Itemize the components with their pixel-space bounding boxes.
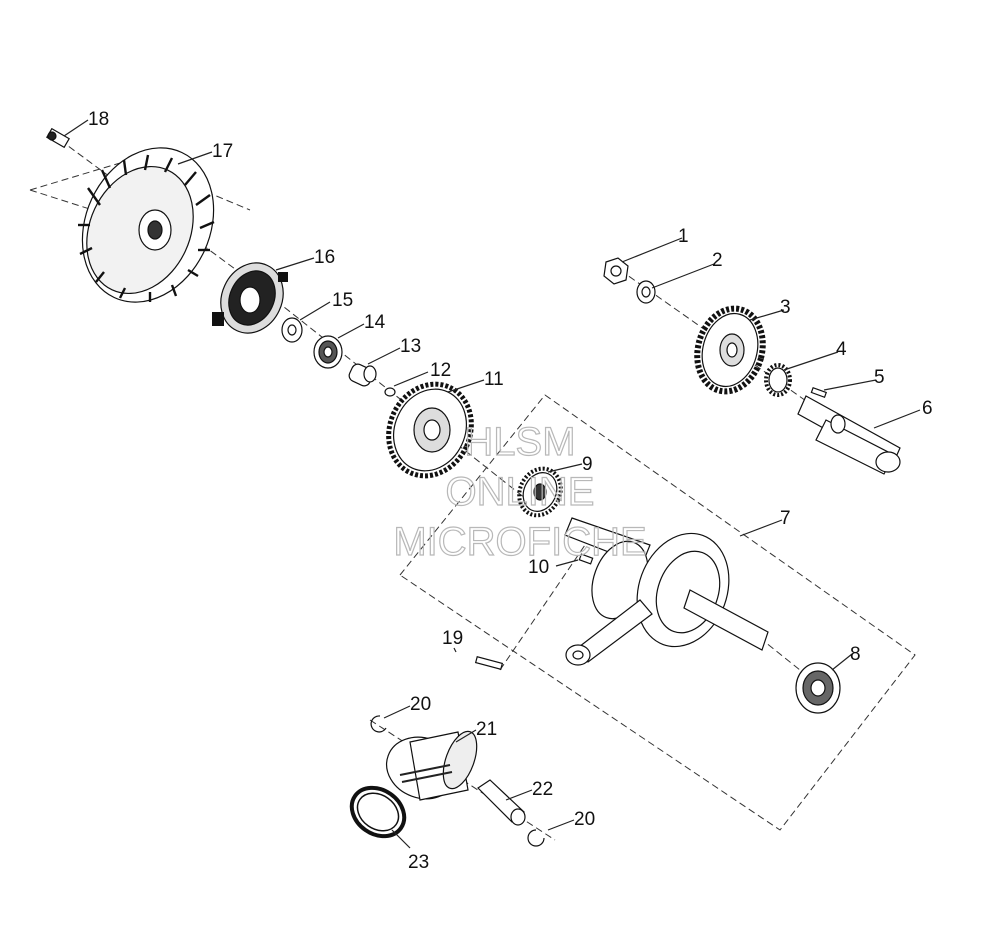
part-9-gear (517, 466, 563, 518)
part-15-washer (281, 317, 303, 343)
part-4-gear (764, 363, 792, 397)
part-23-piston-ring (349, 785, 407, 839)
callout-18: 18 (88, 109, 109, 130)
part-12-key (384, 387, 396, 397)
part-3-gear (694, 305, 766, 395)
part-16-stator (212, 262, 288, 334)
callout-1: 1 (678, 226, 689, 247)
callout-23: 23 (408, 852, 429, 873)
callout-20-top: 20 (410, 694, 431, 715)
part-7-crankshaft (564, 517, 769, 666)
callout-11: 11 (484, 369, 504, 390)
callout-19: 19 (442, 628, 463, 649)
part-10-key (578, 553, 594, 565)
callout-21: 21 (476, 719, 497, 740)
callout-2: 2 (712, 250, 723, 271)
watermark-line-1: HLSM (464, 420, 575, 464)
callout-22: 22 (532, 779, 553, 800)
part-11-gear (386, 381, 474, 479)
callout-5: 5 (874, 367, 885, 388)
part-19-pin (474, 656, 504, 670)
callout-16: 16 (314, 247, 335, 268)
part-1-nut (603, 257, 629, 285)
part-5-key (810, 386, 828, 398)
part-6-balancer-shaft (797, 395, 901, 475)
part-14-bearing (313, 335, 343, 369)
callout-15: 15 (332, 290, 353, 311)
watermark-line-2: ONLINE (446, 470, 595, 514)
callout-14: 14 (364, 312, 386, 333)
callout-17: 17 (212, 141, 233, 162)
part-13-spacer (348, 363, 377, 387)
part-20-circlip-top (370, 715, 387, 733)
callout-7: 7 (780, 508, 791, 529)
watermark-line-3: MICROFICHE (393, 520, 646, 564)
callout-10: 10 (528, 557, 549, 578)
watermark: HLSM ONLINE MICROFICHE (393, 419, 648, 564)
leader-lines (63, 119, 921, 849)
callout-numbers: 1 2 3 4 5 6 7 8 9 10 11 12 13 14 15 16 1… (88, 109, 933, 873)
part-21-piston (386, 730, 478, 801)
part-8-bearing (795, 662, 841, 714)
part-18-bolt (46, 127, 70, 149)
callout-13: 13 (400, 336, 421, 357)
callout-3: 3 (780, 297, 791, 318)
callout-12: 12 (430, 360, 451, 381)
callout-6: 6 (922, 398, 933, 419)
part-2-washer (636, 280, 656, 304)
callout-20-bottom: 20 (574, 809, 595, 830)
callout-9: 9 (582, 454, 593, 475)
part-17-flywheel (78, 147, 215, 303)
part-20-circlip-bottom (527, 829, 545, 847)
callout-8: 8 (850, 644, 861, 665)
part-22-piston-pin (477, 779, 526, 826)
callout-4: 4 (836, 339, 847, 360)
